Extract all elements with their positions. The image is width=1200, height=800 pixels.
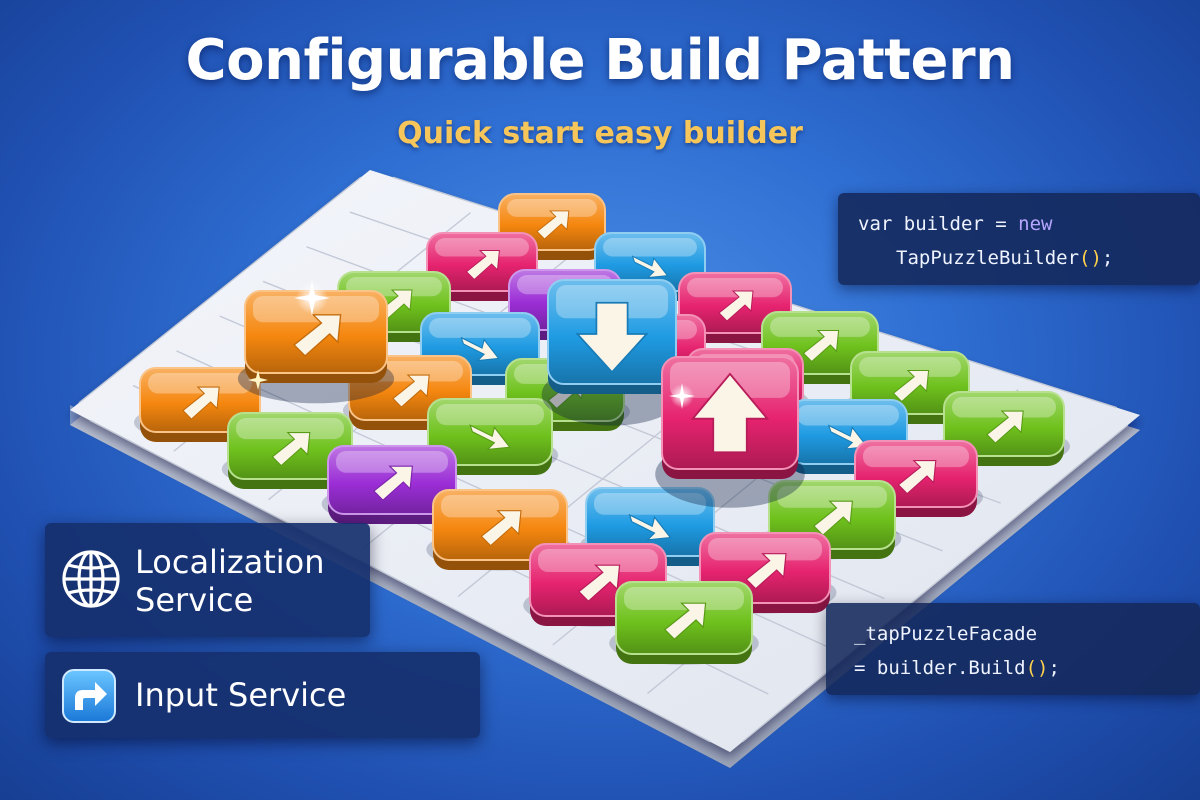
redirect-arrow-icon: [62, 669, 116, 723]
code-text: _tapPuzzleFacade: [854, 623, 1038, 645]
arrow-up-right-icon: [577, 564, 621, 603]
page-subtitle: Quick start easy builder: [397, 116, 803, 151]
puzzle-tile: [579, 487, 721, 567]
puzzle-tile: [655, 356, 805, 508]
arrow-up-right-icon: [465, 249, 500, 281]
arrow-up-right-icon: [663, 602, 707, 641]
code-text: TapPuzzleBuilder: [896, 247, 1080, 269]
puzzle-tile: [221, 412, 359, 489]
arrow-down-right-icon: [827, 424, 869, 450]
grid-line: [78, 176, 362, 404]
code-keyword: new: [1018, 213, 1053, 235]
arrow-up-right-icon: [897, 460, 937, 495]
code-semicolon: ;: [1048, 657, 1060, 679]
arrow-up-right-icon: [813, 500, 854, 536]
puzzle-tile: [541, 279, 683, 426]
arrow-down-right-icon: [631, 255, 669, 279]
arrow-up-right-icon: [182, 386, 220, 420]
arrow-up-right-icon: [986, 410, 1024, 444]
code-line: TapPuzzleBuilder();: [896, 247, 1113, 269]
arrow-up-right-icon: [802, 330, 840, 363]
input-service-card: Input Service: [45, 652, 480, 738]
code-parens: (): [1025, 657, 1049, 679]
puzzle-tile: [609, 581, 759, 665]
arrow-up-right-icon: [293, 314, 342, 357]
arrow-down-icon: [575, 301, 649, 374]
code-text: = builder.Build: [854, 657, 1026, 679]
localization-service-card: Localization Service: [45, 523, 370, 637]
globe-icon: [62, 550, 120, 608]
puzzle-tile: [237, 290, 395, 404]
arrow-up-right-icon: [271, 432, 311, 467]
arrow-up-right-icon: [392, 374, 430, 408]
code-parens: (): [1079, 247, 1102, 269]
service-name-line1: Localization: [135, 543, 325, 581]
builder-build-code: _tapPuzzleFacade = builder.Build();: [826, 603, 1200, 695]
service-name-line2: Service: [135, 581, 254, 619]
code-semicolon: ;: [1101, 247, 1114, 269]
code-line: = builder.Build();: [854, 657, 1060, 679]
puzzle-tile: [421, 398, 559, 475]
arrow-up-right-icon: [373, 465, 414, 501]
code-text: var builder =: [858, 213, 1019, 235]
sparkle-effects: [248, 280, 695, 409]
input-service-label: Input Service: [135, 676, 347, 714]
arrow-up-right-icon: [480, 510, 522, 547]
puzzle-tile: [321, 445, 463, 525]
tile-layer: [134, 193, 1070, 665]
localization-service-label: Localization Service: [135, 543, 325, 619]
arrow-up-right-icon: [745, 553, 787, 590]
arrow-up-icon: [690, 372, 770, 454]
grid-line: [89, 419, 711, 743]
arrow-up-right-icon: [536, 210, 570, 240]
builder-init-code: var builder = new TapPuzzleBuilder();: [838, 193, 1200, 285]
grid-line: [741, 424, 1129, 743]
page-title: Configurable Build Pattern: [185, 28, 1015, 93]
arrow-down-right-icon: [628, 513, 672, 541]
code-line: var builder = new: [858, 213, 1052, 235]
arrow-down-right-icon: [469, 424, 511, 451]
arrow-up-right-icon: [892, 370, 930, 403]
arrow-down-right-icon: [460, 336, 500, 362]
arrow-up-right-icon: [718, 290, 754, 322]
code-line: _tapPuzzleFacade: [854, 623, 1037, 645]
